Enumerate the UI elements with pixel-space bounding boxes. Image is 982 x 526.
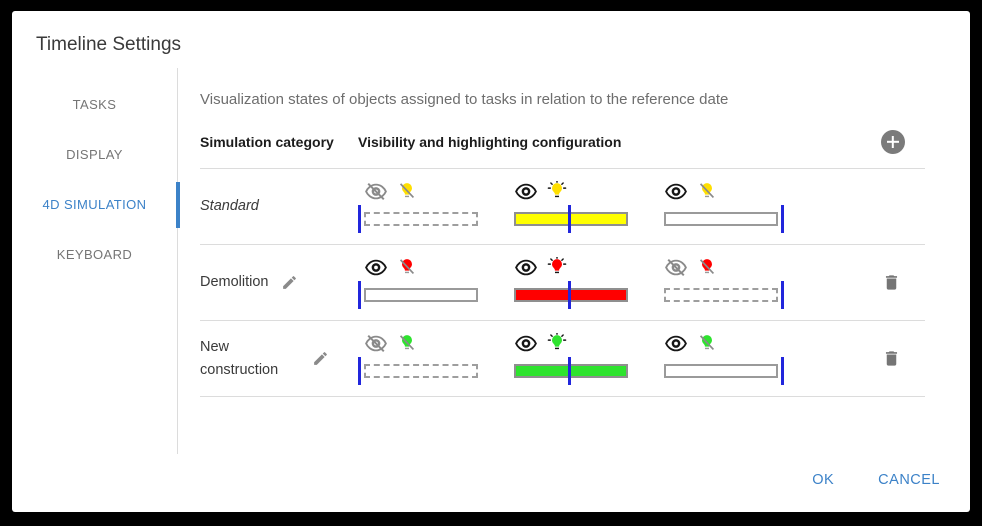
visibility-bar[interactable] [514, 287, 628, 302]
bar-wrap [508, 204, 638, 233]
delete-category-button[interactable] [882, 272, 901, 293]
eye-off-icon[interactable] [365, 334, 387, 352]
state-icons [358, 181, 488, 202]
bar-wrap [658, 356, 788, 385]
visibility-bar[interactable] [364, 287, 478, 302]
ok-button[interactable]: OK [810, 468, 836, 492]
table-rows: Standard Demolition [200, 169, 925, 397]
sidebar-item-4d-simulation[interactable]: 4D SIMULATION [12, 180, 180, 230]
state-cell-after [658, 257, 788, 309]
bar-wrap [658, 280, 788, 309]
edit-category-button[interactable] [312, 350, 329, 367]
edit-category-button[interactable] [281, 274, 298, 291]
bulb-off-icon[interactable] [397, 257, 417, 277]
bar-wrap [358, 356, 488, 385]
eye-icon[interactable] [515, 335, 537, 352]
category-label: New construction [200, 339, 279, 378]
delete-category-button[interactable] [882, 348, 901, 369]
category-cell: New construction [200, 336, 358, 381]
bulb-off-icon[interactable] [697, 181, 717, 201]
table-header: Simulation category Visibility and highl… [200, 128, 925, 169]
eye-icon[interactable] [515, 183, 537, 200]
state-icons [508, 257, 638, 278]
main-panel: Visualization states of objects assigned… [178, 68, 970, 454]
eye-icon[interactable] [515, 259, 537, 276]
bar-wrap [508, 356, 638, 385]
state-cell-before [358, 181, 488, 233]
state-cell-before [358, 333, 488, 385]
description-text: Visualization states of objects assigned… [200, 91, 729, 108]
table-row: Standard [200, 169, 925, 245]
cancel-button[interactable]: CANCEL [876, 468, 942, 492]
state-icons [658, 181, 788, 202]
eye-icon[interactable] [665, 335, 687, 352]
table-row: New construction [200, 321, 925, 397]
bar-wrap [658, 204, 788, 233]
eye-icon[interactable] [665, 183, 687, 200]
state-cell-after [658, 333, 788, 385]
state-icons [658, 257, 788, 278]
category-cell: Demolition [200, 271, 358, 293]
visibility-bar[interactable] [364, 363, 478, 378]
state-icons [508, 333, 638, 354]
state-cell-during [508, 333, 638, 385]
dialog-title: Timeline Settings [36, 34, 182, 55]
state-cell-during [508, 181, 638, 233]
bulb-off-icon[interactable] [697, 257, 717, 277]
visibility-bar[interactable] [664, 363, 778, 378]
state-icons [358, 257, 488, 278]
sidebar-item-keyboard[interactable]: KEYBOARD [56, 247, 133, 263]
trash-icon [885, 275, 898, 290]
reference-date-line [568, 280, 571, 309]
bar-wrap [358, 204, 488, 233]
reference-date-line [781, 356, 784, 385]
state-cell-during [508, 257, 638, 309]
reference-date-line [568, 356, 571, 385]
sidebar-item-display[interactable]: DISPLAY [66, 147, 123, 163]
bar-wrap [508, 280, 638, 309]
bulb-off-icon[interactable] [697, 333, 717, 353]
bulb-on-icon[interactable] [547, 181, 567, 201]
reference-date-line [358, 280, 361, 309]
reference-date-line [781, 204, 784, 233]
visibility-bar[interactable] [664, 211, 778, 226]
bulb-off-icon[interactable] [397, 181, 417, 201]
pencil-icon [314, 352, 327, 365]
state-cell-after [658, 181, 788, 233]
dialog-footer: OK CANCEL [12, 454, 970, 512]
table-row: Demolition [200, 245, 925, 321]
reference-date-line [358, 356, 361, 385]
bulb-on-icon[interactable] [547, 333, 567, 353]
visibility-bar[interactable] [514, 363, 628, 378]
trash-icon [885, 351, 898, 366]
eye-icon[interactable] [365, 259, 387, 276]
reference-date-line [568, 204, 571, 233]
column-header-config: Visibility and highlighting configuratio… [358, 134, 622, 150]
pencil-icon [282, 276, 296, 289]
eye-off-icon[interactable] [665, 258, 687, 276]
state-icons [658, 333, 788, 354]
bulb-on-icon[interactable] [547, 257, 567, 277]
category-label: Standard [200, 198, 259, 215]
timeline-settings-dialog: Timeline Settings TASKS DISPLAY 4D SIMULAT… [12, 11, 970, 512]
state-icons [358, 333, 488, 354]
state-cell-before [358, 257, 488, 309]
category-label: Demolition [200, 274, 269, 291]
reference-date-line [781, 280, 784, 309]
dialog-body: TASKS DISPLAY 4D SIMULATION KEYBOARD Visual… [12, 68, 970, 454]
visibility-bar[interactable] [364, 211, 478, 226]
bulb-off-icon[interactable] [397, 333, 417, 353]
sidebar-item-tasks[interactable]: TASKS [72, 97, 117, 112]
category-cell: Standard [200, 195, 358, 217]
visibility-bar[interactable] [514, 211, 628, 226]
column-header-category: Simulation category [200, 134, 334, 150]
add-category-button[interactable] [881, 130, 905, 154]
eye-off-icon[interactable] [365, 182, 387, 200]
state-icons [508, 181, 638, 202]
sidebar-nav: TASKS DISPLAY 4D SIMULATION KEYBOARD [12, 68, 180, 454]
visibility-bar[interactable] [664, 287, 778, 302]
bar-wrap [358, 280, 488, 309]
reference-date-line [358, 204, 361, 233]
